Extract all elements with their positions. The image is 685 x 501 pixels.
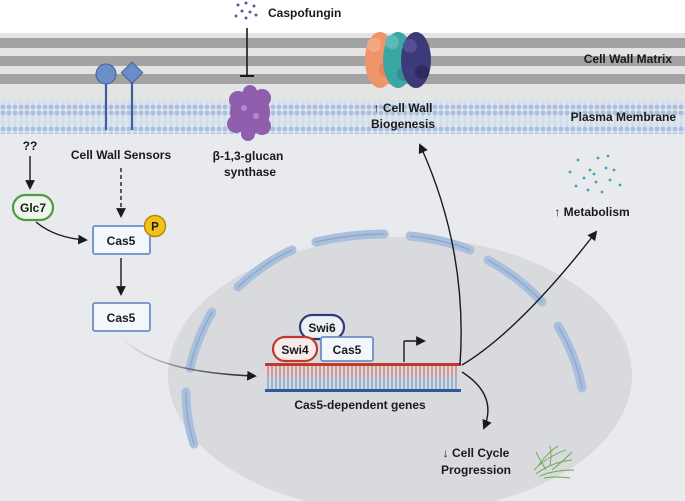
glc7-to-cas5-arrow bbox=[35, 221, 88, 245]
caspofungin-dots-icon bbox=[234, 1, 258, 20]
glucan-line1: β-1,3-glucan bbox=[213, 149, 284, 163]
swi6-protein: Swi6 bbox=[298, 313, 346, 341]
svg-text:Swi6: Swi6 bbox=[308, 321, 336, 335]
cell-wall-label: Cell Wall Matrix bbox=[584, 52, 673, 66]
svg-text:Swi4: Swi4 bbox=[281, 343, 309, 357]
caspofungin-label: Caspofungin bbox=[268, 6, 341, 20]
biogenesis-line2: Biogenesis bbox=[371, 117, 435, 131]
svg-text:P: P bbox=[151, 222, 159, 234]
inhibition-arrow bbox=[240, 28, 254, 77]
cell-wall-protein-stack-icon bbox=[365, 32, 431, 88]
svg-text:Cas5: Cas5 bbox=[107, 234, 136, 248]
cell-cycle-line2: Progression bbox=[441, 463, 511, 477]
swi4-protein: Swi4 bbox=[271, 335, 319, 363]
plasma-membrane bbox=[0, 100, 685, 134]
biogenesis-line1: ↑ Cell Wall bbox=[374, 101, 433, 115]
membrane-label: Plasma Membrane bbox=[571, 110, 677, 124]
glucan-synthase-icon bbox=[227, 85, 271, 141]
metabolite-dots-icon bbox=[568, 154, 622, 194]
cell-cycle-line1: ↓ Cell Cycle bbox=[443, 446, 510, 460]
phosphate-icon: P bbox=[143, 214, 167, 238]
cas5-protein: Cas5 bbox=[92, 302, 151, 332]
cell-wall-sensor-icon bbox=[95, 61, 144, 130]
genes-to-biogenesis-arrow bbox=[418, 143, 462, 366]
cas5-nuclear-protein: Cas5 bbox=[320, 336, 374, 362]
cas5-phosphorylated-protein: Cas5 bbox=[92, 225, 151, 255]
svg-text:Cas5: Cas5 bbox=[333, 343, 362, 357]
transcription-start-arrow bbox=[403, 336, 426, 362]
genes-to-cell-cycle-arrow bbox=[461, 371, 492, 430]
genes-label: Cas5-dependent genes bbox=[294, 398, 426, 412]
cell-wall-matrix bbox=[0, 33, 685, 110]
genes-to-metabolism-arrow bbox=[461, 230, 598, 366]
glc7-protein: Glc7 bbox=[11, 193, 55, 222]
metabolism-label: ↑ Metabolism bbox=[554, 205, 629, 219]
sensors-label: Cell Wall Sensors bbox=[71, 148, 172, 162]
cas5-to-genes-arrow bbox=[120, 335, 257, 381]
svg-text:Glc7: Glc7 bbox=[20, 201, 46, 215]
dna-strand bbox=[265, 363, 461, 392]
spindle-icon bbox=[533, 445, 575, 479]
svg-text:Cas5: Cas5 bbox=[107, 311, 136, 325]
pathway-arrows bbox=[25, 143, 598, 430]
glucan-line2: synthase bbox=[224, 165, 276, 179]
unknown-label: ?? bbox=[23, 139, 38, 153]
